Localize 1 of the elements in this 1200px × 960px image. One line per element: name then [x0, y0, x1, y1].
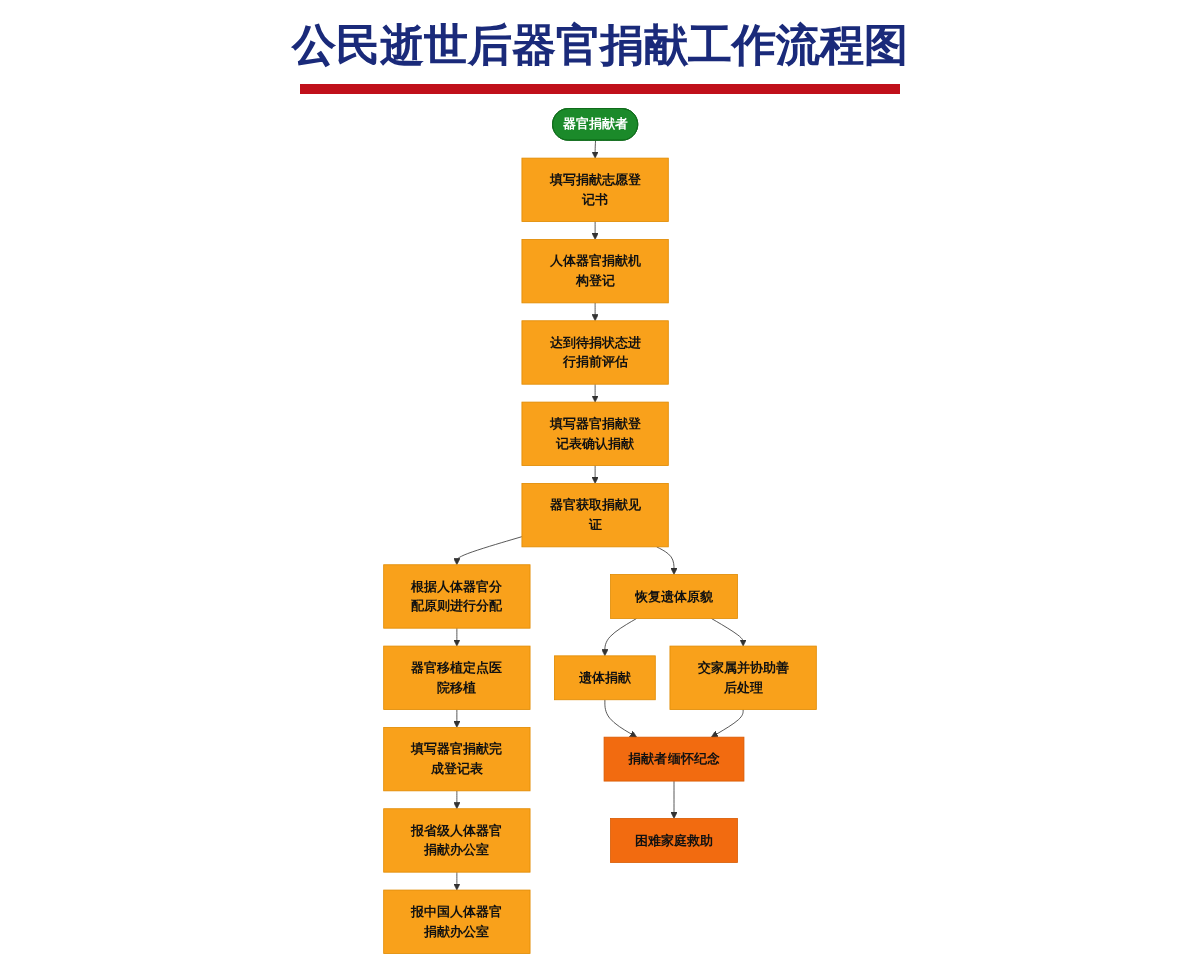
diagram-title: 公民逝世后器官捐献工作流程图 — [292, 19, 908, 76]
